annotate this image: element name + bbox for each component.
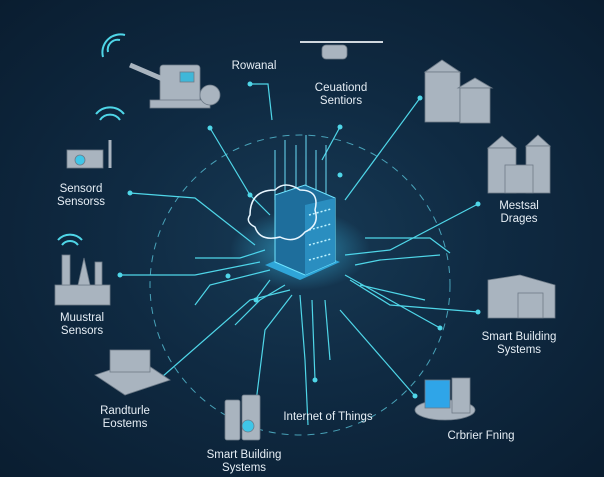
ai-brain-server-icon	[230, 135, 370, 290]
label-line: Systems	[221, 462, 267, 474]
label-line: Sensorss	[57, 196, 105, 208]
label-line: Sensord	[59, 183, 103, 195]
industrial-plant-icon	[94, 349, 171, 396]
label-rowanal: Rowanal	[231, 60, 277, 72]
wifi-icons	[57, 33, 126, 246]
label-line: Smart Building	[481, 331, 557, 343]
server-tower-icon	[224, 394, 261, 441]
robotic-arm-icon	[129, 62, 221, 109]
label-line: Muustral	[59, 312, 105, 324]
label-line: Systems	[496, 344, 542, 356]
dashed-ring	[149, 134, 451, 436]
label-line: Mestsal	[499, 200, 539, 212]
silo-building-icon	[423, 59, 494, 124]
label-center-bottom: Internet of Things	[283, 411, 373, 423]
label-line: Smart Building	[206, 449, 282, 461]
label-line: Randturle	[100, 405, 150, 417]
data-center-icon	[414, 377, 476, 421]
smart-building-icon	[487, 274, 556, 319]
label-line: Ceuationd	[314, 82, 368, 94]
warehouse-building-icon	[486, 134, 552, 194]
label-line: Eostems	[102, 418, 148, 430]
sensor-tower-icon	[66, 140, 112, 169]
factory-icon	[54, 254, 111, 306]
label-right-bottom: Crbrier Fning	[447, 430, 515, 442]
label-line: Sentiors	[319, 95, 363, 107]
label-line: Drages	[500, 213, 538, 225]
drone-icon	[300, 41, 383, 60]
label-line: Sensors	[60, 325, 104, 337]
